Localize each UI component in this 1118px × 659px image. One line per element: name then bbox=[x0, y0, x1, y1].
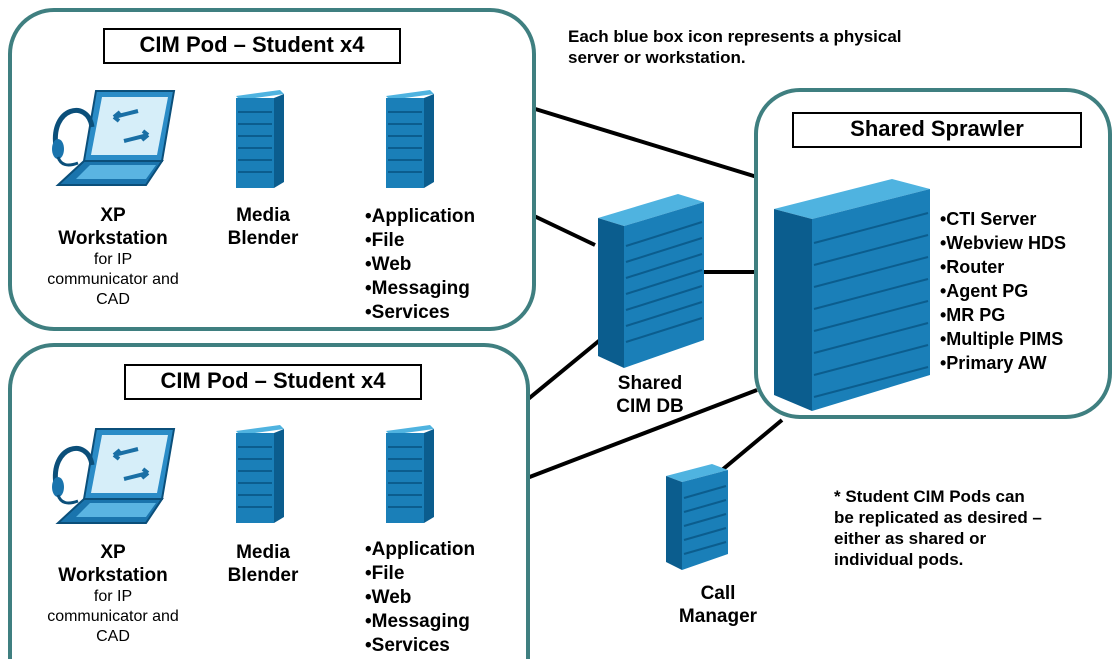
services-list-1: •Application •File •Web •Messaging •Serv… bbox=[365, 205, 475, 325]
services-list-2: •Application •File •Web •Messaging •Serv… bbox=[365, 538, 475, 658]
sprawler-item: •Multiple PIMS bbox=[940, 329, 1064, 349]
media-blender-label-1: Media Blender bbox=[213, 204, 313, 250]
cim-pod-1-title: CIM Pod – Student x4 bbox=[103, 28, 401, 64]
workstation-detail-line: for IP bbox=[93, 251, 133, 268]
sprawler-item: •CTI Server bbox=[940, 209, 1037, 229]
workstation-detail-line: CAD bbox=[96, 628, 130, 645]
note-bottom-line: individual pods. bbox=[834, 550, 964, 569]
call-manager-label: Call Manager bbox=[670, 582, 766, 628]
connector-callmanager-sprawler bbox=[720, 418, 784, 472]
media-blender-line: Media bbox=[236, 205, 290, 226]
server-icon bbox=[666, 464, 728, 570]
services-item: •Messaging bbox=[365, 278, 470, 299]
server-icon bbox=[236, 425, 284, 523]
workstation-detail-line: for IP bbox=[93, 588, 133, 605]
sprawler-item: •MR PG bbox=[940, 305, 1006, 325]
server-icon bbox=[774, 179, 930, 411]
server-icon bbox=[386, 425, 434, 523]
shared-sprawler-title: Shared Sprawler bbox=[792, 112, 1082, 148]
workstation-label-2: XP Workstation for IP communicator and C… bbox=[38, 541, 188, 647]
server-icon bbox=[236, 90, 284, 188]
shared-cim-db-line: Shared bbox=[617, 373, 683, 394]
media-blender-line: Blender bbox=[227, 565, 299, 586]
sprawler-item: •Agent PG bbox=[940, 281, 1029, 301]
workstation-detail-line: communicator and bbox=[47, 608, 179, 625]
call-manager-line: Call bbox=[700, 583, 736, 604]
call-manager-line: Manager bbox=[678, 606, 758, 627]
services-item: •File bbox=[365, 230, 405, 251]
media-blender-label-2: Media Blender bbox=[213, 541, 313, 587]
note-bottom-line: be replicated as desired – bbox=[834, 508, 1042, 527]
server-icon bbox=[386, 90, 434, 188]
shared-cim-db-label: Shared CIM DB bbox=[600, 372, 700, 418]
workstation-name-line: XP bbox=[100, 542, 126, 563]
workstation-label-1: XP Workstation for IP communicator and C… bbox=[38, 204, 188, 310]
services-item: •Messaging bbox=[365, 611, 470, 632]
services-item: •Web bbox=[365, 254, 412, 275]
connector-pod2-cimdb bbox=[525, 338, 602, 402]
services-item: •Services bbox=[365, 635, 450, 656]
workstation-name-line: Workstation bbox=[58, 565, 168, 586]
services-item: •Services bbox=[365, 302, 450, 323]
services-item: •File bbox=[365, 563, 405, 584]
workstation-detail-line: communicator and bbox=[47, 271, 179, 288]
server-icon bbox=[598, 194, 704, 368]
cim-pod-2-title: CIM Pod – Student x4 bbox=[124, 364, 422, 400]
services-item: •Application bbox=[365, 539, 476, 560]
workstation-name-line: XP bbox=[100, 205, 126, 226]
media-blender-line: Media bbox=[236, 542, 290, 563]
note-bottom: * Student CIM Pods can be replicated as … bbox=[834, 486, 1042, 570]
laptop-headset-icon bbox=[52, 90, 176, 186]
note-top-line: Each blue box icon represents a physical bbox=[568, 27, 902, 46]
services-item: •Web bbox=[365, 587, 412, 608]
sprawler-item: •Router bbox=[940, 257, 1005, 277]
sprawler-item: •Webview HDS bbox=[940, 233, 1066, 253]
media-blender-line: Blender bbox=[227, 228, 299, 249]
connector-pod1-sprawler bbox=[531, 106, 758, 179]
connector-pod2-sprawler bbox=[526, 388, 758, 480]
services-item: •Application bbox=[365, 206, 476, 227]
sprawler-list: •CTI Server •Webview HDS •Router •Agent … bbox=[940, 207, 1066, 375]
workstation-name-line: Workstation bbox=[58, 228, 168, 249]
shared-cim-db-line: CIM DB bbox=[616, 396, 684, 417]
note-bottom-line: * Student CIM Pods can bbox=[834, 487, 1025, 506]
laptop-headset-icon bbox=[52, 428, 176, 524]
note-top: Each blue box icon represents a physical… bbox=[568, 26, 902, 68]
sprawler-item: •Primary AW bbox=[940, 353, 1047, 373]
connector-pod1-cimdb bbox=[531, 213, 596, 247]
note-top-line: server or workstation. bbox=[568, 48, 746, 67]
workstation-detail-line: CAD bbox=[96, 291, 130, 308]
note-bottom-line: either as shared or bbox=[834, 529, 987, 548]
